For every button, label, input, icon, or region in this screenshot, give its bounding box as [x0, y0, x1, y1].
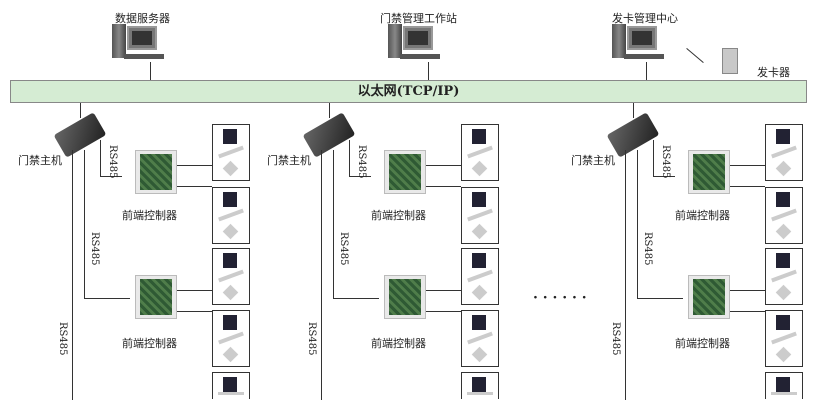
door-devices-icon — [212, 187, 250, 244]
card-center-label: 发卡管理中心 — [612, 12, 678, 25]
front-controller-icon — [688, 150, 730, 194]
rs485-label: RS485 — [356, 145, 367, 179]
data-server-computer-icon — [112, 22, 172, 64]
front-controller-icon — [384, 150, 426, 194]
door-devices-icon — [765, 310, 803, 367]
front-controller-label: 前端控制器 — [371, 337, 426, 350]
door-devices-icon — [212, 124, 250, 181]
door-devices-icon — [461, 187, 499, 244]
ellipsis: · · · · · · — [533, 290, 587, 306]
front-controller-label: 前端控制器 — [675, 209, 730, 222]
front-controller-label: 前端控制器 — [371, 209, 426, 222]
front-controller-label: 前端控制器 — [675, 337, 730, 350]
workstation-label: 门禁管理工作站 — [380, 12, 457, 25]
door-devices-icon — [765, 187, 803, 244]
ethernet-bus-label: 以太网(TCP/IP) — [357, 84, 460, 99]
door-devices-icon — [212, 310, 250, 367]
rs485-label: RS485 — [89, 232, 100, 266]
access-host-label: 门禁主机 — [18, 154, 62, 167]
rs485-label: RS485 — [642, 232, 653, 266]
access-host-icon — [302, 112, 356, 158]
rs485-label: RS485 — [660, 145, 671, 179]
door-devices-icon — [765, 124, 803, 181]
door-devices-icon — [461, 310, 499, 367]
front-controller-label: 前端控制器 — [122, 209, 177, 222]
door-devices-icon — [461, 248, 499, 305]
front-controller-icon — [688, 275, 730, 319]
door-devices-icon — [461, 124, 499, 181]
card-issuer-icon — [722, 48, 738, 74]
door-devices-icon — [765, 372, 803, 399]
front-controller-icon — [135, 150, 177, 194]
access-host-icon — [53, 112, 107, 158]
data-server-label: 数据服务器 — [115, 12, 170, 25]
card-issuer-label: 发卡器 — [757, 66, 790, 79]
rs485-label: RS485 — [107, 145, 118, 179]
access-host-label: 门禁主机 — [571, 154, 615, 167]
access-host-label: 门禁主机 — [267, 154, 311, 167]
door-devices-icon — [212, 372, 250, 399]
door-devices-icon — [765, 248, 803, 305]
rs485-label: RS485 — [338, 232, 349, 266]
ethernet-bus: 以太网(TCP/IP) — [10, 80, 807, 103]
front-controller-icon — [384, 275, 426, 319]
rs485-label: RS485 — [306, 322, 317, 356]
door-devices-icon — [461, 372, 499, 399]
access-host-icon — [606, 112, 660, 158]
door-devices-icon — [212, 248, 250, 305]
front-controller-label: 前端控制器 — [122, 337, 177, 350]
rs485-label: RS485 — [57, 322, 68, 356]
card-center-computer-icon — [612, 22, 672, 64]
front-controller-icon — [135, 275, 177, 319]
rs485-label: RS485 — [610, 322, 621, 356]
workstation-computer-icon — [388, 22, 448, 64]
